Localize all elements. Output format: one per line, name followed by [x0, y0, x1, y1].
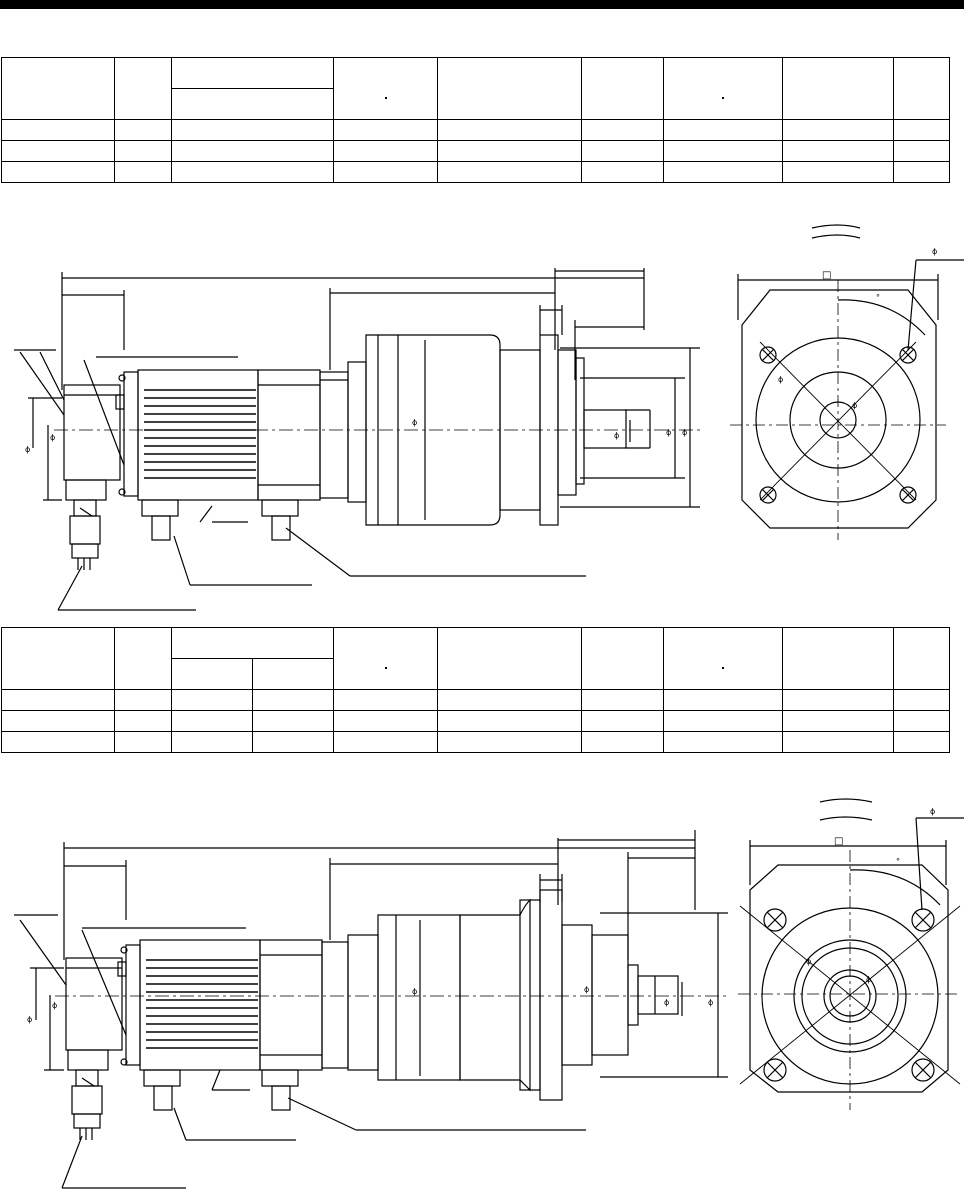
table-header-cell: [782, 57, 894, 120]
leader-lines: [14, 914, 586, 1189]
dot-mark: [722, 97, 724, 99]
header-bar: [0, 0, 964, 9]
table-header-cell: [437, 627, 582, 690]
table-header-cell: [114, 57, 172, 120]
table-header-cell: [171, 627, 334, 659]
table-header-cell: [1, 627, 115, 690]
table-header-cell: [893, 627, 950, 690]
table-header-cell: [893, 57, 950, 120]
diameter-label: ϕ: [852, 401, 857, 410]
diameter-label: ϕ: [25, 445, 30, 454]
spec-table-2: [1, 627, 950, 753]
diameter-label: ϕ: [806, 957, 811, 966]
dimension-lines: [28, 268, 700, 508]
square-label: □: [822, 270, 831, 281]
spec-table-1: [1, 57, 950, 183]
diameter-label: ϕ: [682, 428, 687, 437]
diameter-label: ϕ: [27, 1015, 32, 1024]
table-header-cell: [1, 57, 115, 120]
flange-front-view: [738, 798, 964, 1110]
diameter-label: ϕ: [778, 375, 783, 384]
dot-mark: [384, 667, 387, 669]
flange-front-view: [730, 224, 964, 540]
table-header-cell: [782, 627, 894, 690]
diameter-label: ϕ: [932, 247, 937, 256]
table-row: [1, 689, 950, 711]
diameter-label: ϕ: [412, 987, 417, 996]
table-header-cell: [663, 57, 783, 120]
degree-label: °: [876, 293, 880, 302]
table-row: [1, 710, 950, 732]
table-header-cell: [114, 627, 172, 690]
table-header-cell: [252, 658, 334, 690]
diameter-label: ϕ: [614, 431, 619, 440]
motor-drawing-1: ϕ ϕ ϕ ϕ ϕ ϕ ϕ ϕ ϕ □ °: [14, 224, 964, 611]
diameter-label: ϕ: [52, 1001, 57, 1010]
dot-mark: [384, 97, 387, 99]
table-header-cell: [333, 627, 438, 690]
gearbox-body: [347, 889, 679, 1101]
diameter-label: ϕ: [412, 418, 417, 427]
table-header-cell: [171, 88, 334, 120]
motor-body: [117, 939, 349, 1111]
encoder-body: [63, 384, 121, 570]
encoder-body: [65, 957, 123, 1140]
table-row: [1, 731, 950, 753]
diameter-label: ϕ: [930, 807, 935, 816]
diameter-label: ϕ: [664, 998, 669, 1007]
table-row: [1, 161, 950, 183]
table-header-cell: [581, 57, 664, 120]
table-header-cell: [171, 658, 253, 690]
diameter-label: ϕ: [584, 985, 589, 994]
dimension-lines: [30, 830, 728, 1078]
square-label: □: [834, 836, 843, 847]
table-header-cell: [663, 627, 783, 690]
leader-lines: [14, 349, 586, 611]
motor-body: [115, 369, 349, 541]
diameter-label: ϕ: [666, 428, 671, 437]
diameter-label: ϕ: [866, 975, 871, 984]
diameter-label: ϕ: [708, 998, 713, 1007]
table-header-cell: [333, 57, 438, 120]
table-header-cell: [437, 57, 582, 120]
table-header-cell: [171, 57, 334, 89]
table-row: [1, 140, 950, 162]
motor-drawing-2: ϕ ϕ ϕ ϕ ϕ ϕ ϕ ϕ ϕ □ °: [14, 798, 964, 1189]
table-header-cell: [581, 627, 664, 690]
dot-mark: [722, 667, 724, 669]
diameter-label: ϕ: [50, 433, 55, 442]
table-row: [1, 119, 950, 141]
degree-label: °: [896, 857, 900, 866]
